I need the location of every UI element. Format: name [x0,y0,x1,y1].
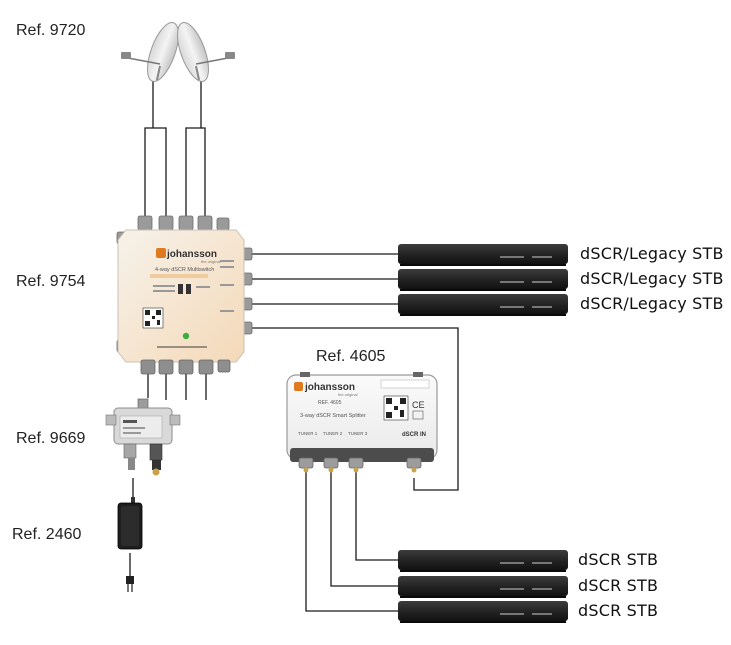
smart-splitter: johansson the original REF. 4605 3-way d… [286,372,438,473]
cables [129,78,459,612]
tuner-2-label: TUNER 2 [323,431,343,436]
cable-tuner1 [305,466,400,612]
stb-dscr-1 [398,550,568,572]
ref-multiswitch-label: Ref. 9754 [16,273,86,290]
splitter-tagline: the original [338,392,358,397]
cable-tuner2 [330,466,400,587]
ref-dish-label: Ref. 9720 [16,22,86,39]
stb-dscr-label-1: dSCR STB [578,550,659,569]
cable-dish1-b [153,127,167,222]
cable-tuner3 [355,466,400,561]
stb-legacy-label-1: dSCR/Legacy STB [580,244,724,263]
splitter-ref: REF. 4605 [318,400,342,406]
stb-dscr-2 [398,576,568,598]
stb-legacy-1 [398,244,568,266]
ref-injector-label: Ref. 9669 [16,430,86,447]
satellite-dish-left [121,22,179,82]
splitter-input-label: dSCR IN [402,432,426,438]
stb-legacy-2 [398,269,568,291]
cable-dish1-a [144,78,154,222]
tuner-1-label: TUNER 1 [298,431,318,436]
stb-dscr-3 [398,601,568,623]
stb-legacy-label-2: dSCR/Legacy STB [580,269,724,288]
cable-dish2-b [201,127,206,222]
ce-mark: CE [412,400,425,410]
cable-bottom [147,372,207,400]
ref-splitter-label: Ref. 4605 [316,348,386,365]
tuner-3-label: TUNER 3 [348,431,368,436]
stb-dscr-label-3: dSCR STB [578,601,659,620]
stb-legacy-3 [398,294,568,316]
multiswitch-device: johansson the original 4-way dSCR Multis… [116,215,253,375]
ref-psu-label: Ref. 2460 [12,526,82,543]
stb-dscr-label-2: dSCR STB [578,576,659,595]
stb-legacy-label-3: dSCR/Legacy STB [580,294,724,313]
cable-out4-splitter [252,327,459,491]
splitter-model: 3-way dSCR Smart Splitter [300,413,366,419]
multiswitch-model: 4-way dSCR Multiswitch [155,267,214,273]
power-injector [105,398,181,476]
multiswitch-brand: johansson [166,249,217,260]
splitter-brand: johansson [304,382,355,393]
cable-dish2-a [185,78,202,222]
multiswitch-tagline: the original [201,259,221,264]
power-supply [117,497,143,592]
satellite-dish-right [177,22,235,82]
